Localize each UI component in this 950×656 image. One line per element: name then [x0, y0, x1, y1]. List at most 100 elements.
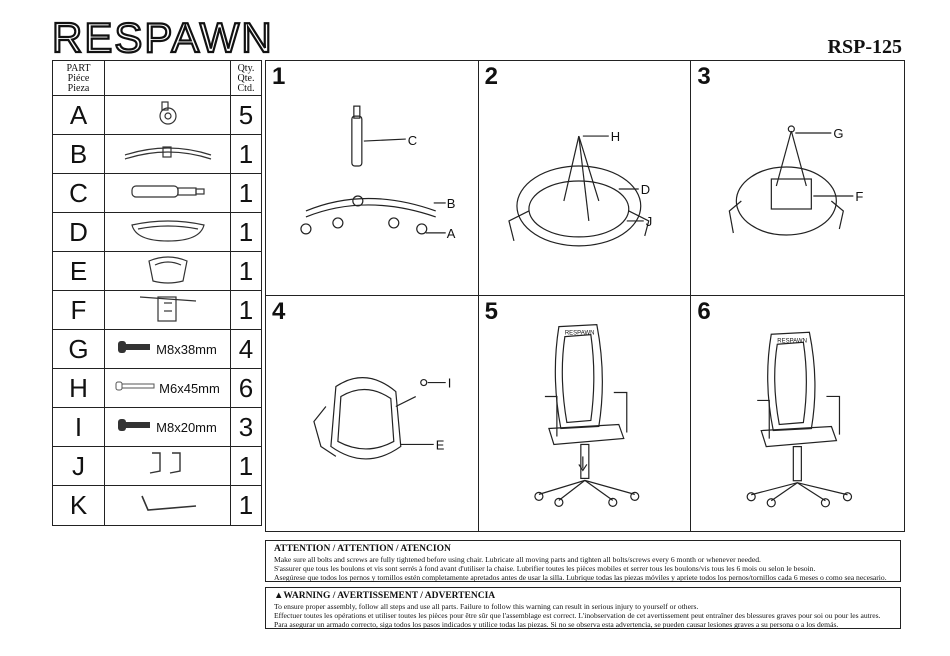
chair-backrest — [554, 324, 603, 430]
armrest-bracket-icon — [628, 210, 650, 237]
gas-cylinder-icon — [128, 181, 208, 206]
part-row-g: G M8x38mm 4 — [53, 330, 261, 369]
warning-line-en: To ensure proper assembly, follow all st… — [274, 602, 699, 611]
part-row-i: I M8x20mm 3 — [53, 408, 261, 447]
svg-text:RESPAWN: RESPAWN — [52, 18, 274, 58]
step-6-panel: 6 RESPAWN — [691, 296, 904, 531]
bolt-icon — [420, 378, 428, 387]
caster-wheel-icon — [148, 98, 188, 133]
chair-brand-label: RESPAWN — [565, 331, 595, 337]
warning-notice: ▲WARNING / AVERTISSEMENT / ADVERTENCIA T… — [265, 587, 901, 629]
attention-notice: ATTENTION / ATTENTION / ATENCION Make su… — [265, 540, 901, 582]
part-spec: M6x45mm — [159, 380, 220, 396]
attention-line-fr: S'assurer que tous les boulons et vis so… — [274, 564, 816, 573]
chair-base-icon — [305, 197, 436, 212]
step-number: 5 — [484, 298, 499, 325]
part-qty: 1 — [238, 216, 254, 247]
assembly-steps: 1 C B A 2 H — [265, 60, 905, 532]
step-4-illustration: I E — [313, 376, 452, 460]
part-letter: H — [69, 372, 88, 403]
step-3-panel: 3 G F — [691, 61, 904, 296]
warning-triangle-icon: ▲ — [274, 591, 284, 601]
allen-key-icon — [138, 492, 198, 519]
step-3-label-f: F — [856, 189, 864, 204]
chair-brand-label: RESPAWN — [778, 338, 808, 344]
model-number: RSP-125 — [827, 36, 902, 58]
step-5-panel: 5 RESPAWN — [479, 296, 692, 531]
part-qty: 1 — [238, 177, 254, 208]
part-spec: M8x38mm — [156, 341, 217, 357]
mechanism-icon — [771, 178, 813, 210]
part-letter: K — [69, 490, 88, 520]
step-4-label-e: E — [436, 437, 445, 452]
step-2-label-j: J — [645, 214, 651, 229]
seat-cushion-icon — [515, 165, 642, 247]
part-spec: M8x20mm — [156, 419, 217, 435]
part-letter: F — [70, 294, 87, 325]
step-1-panel: 1 C B A — [266, 61, 479, 296]
step-2-label-h: H — [610, 129, 619, 144]
mechanism-icon — [138, 291, 198, 330]
parts-table-header: PART Piéce Pieza Qty. Qte. Ctd. — [53, 61, 261, 96]
part-qty: 3 — [238, 411, 254, 442]
attention-line-en: Make sure all bolts and screws are fully… — [274, 555, 761, 564]
bolt-icon — [118, 417, 152, 438]
step-2-illustration: H D J — [507, 129, 652, 247]
step-4-panel: 4 I E — [266, 296, 479, 531]
part-letter: A — [69, 99, 88, 130]
chair-seat — [547, 423, 625, 446]
part-letter: I — [74, 411, 83, 442]
armrest-bracket-icon — [146, 449, 190, 484]
step-1-illustration: C B A — [300, 105, 456, 241]
bolt-icon — [788, 125, 796, 133]
step-number: 6 — [697, 298, 711, 325]
part-letter: D — [69, 216, 88, 247]
seat-cushion-icon — [128, 217, 208, 248]
part-header: PART Piéce Pieza — [53, 61, 105, 95]
bolt-icon — [118, 339, 152, 360]
part-qty: 6 — [238, 372, 254, 403]
part-letter: C — [69, 177, 88, 208]
part-qty: 5 — [238, 99, 254, 130]
part-qty: 4 — [238, 333, 254, 364]
step-4-label-i: I — [448, 376, 452, 391]
backrest-frame-icon — [330, 377, 402, 460]
part-letter: B — [69, 138, 88, 169]
step-2-label-d: D — [640, 182, 649, 197]
step-1-label-b: B — [447, 196, 456, 211]
chair-seat — [760, 425, 838, 448]
step-3-label-g: G — [834, 126, 844, 141]
gas-cylinder-icon — [351, 115, 363, 167]
step-1-label-a: A — [447, 226, 456, 241]
step-2-panel: 2 H D J — [478, 61, 692, 296]
warning-line-fr: Effectuer toutes les opérations et utili… — [274, 611, 881, 620]
qty-header: Qty. Qte. Ctd. — [237, 63, 255, 94]
step-1-label-c: C — [408, 133, 417, 148]
part-row-h: H M6x45mm 6 — [53, 369, 261, 408]
part-qty: 1 — [238, 450, 254, 481]
attention-title: ATTENTION / ATTENTION / ATENCION — [274, 544, 451, 554]
chair-backrest — [767, 331, 816, 432]
part-letter: G — [68, 333, 89, 364]
step-number: 2 — [484, 63, 499, 90]
part-letter: J — [72, 450, 85, 481]
long-bolt-icon — [115, 379, 155, 397]
step-number: 4 — [272, 298, 286, 325]
chair-base-icon — [123, 141, 213, 168]
part-qty: 1 — [238, 490, 254, 520]
backrest-frame-icon — [143, 253, 193, 290]
step-number: 1 — [272, 63, 286, 90]
respawn-logo: RESPAWN — [52, 18, 274, 58]
part-qty: 1 — [238, 138, 254, 169]
step-3-illustration: G F — [729, 125, 864, 236]
warning-line-es: Para asegurar un armado correcto, siga t… — [274, 620, 839, 629]
